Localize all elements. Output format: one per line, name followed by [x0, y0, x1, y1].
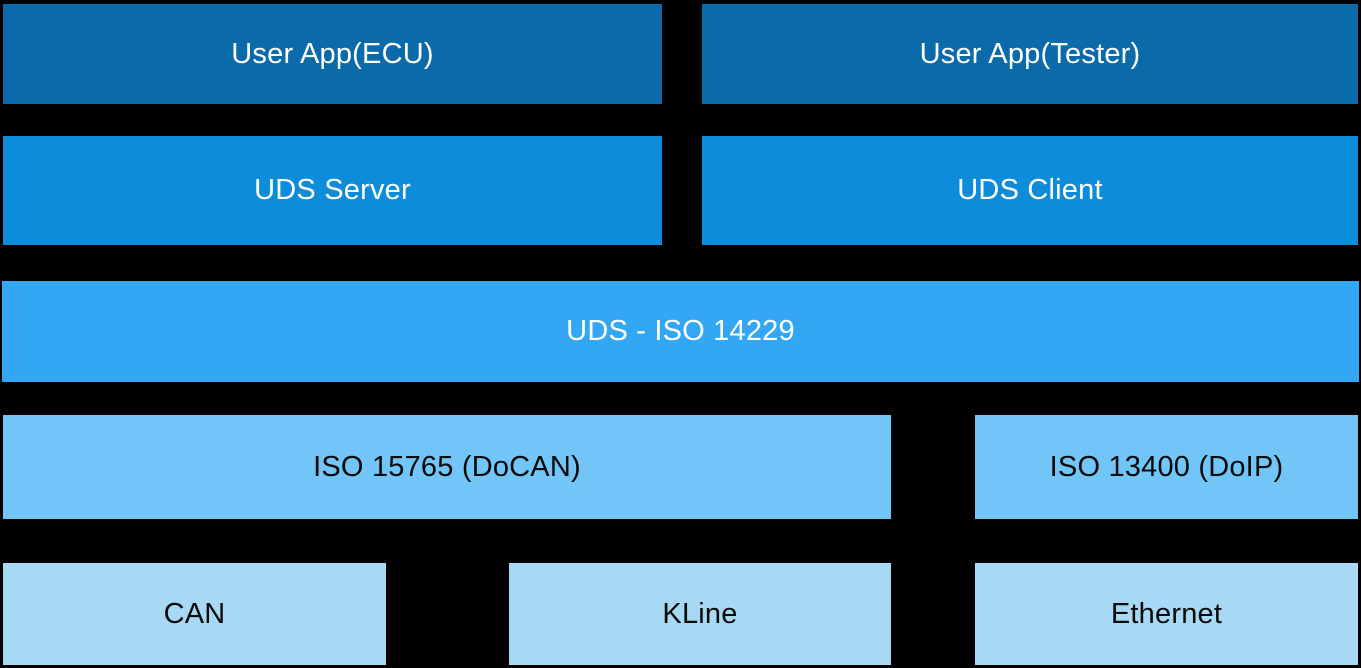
- box-uds-server: UDS Server: [3, 136, 662, 245]
- box-user-app-ecu: User App(ECU): [3, 4, 662, 104]
- box-user-app-tester: User App(Tester): [702, 4, 1358, 104]
- box-kline: KLine: [509, 563, 891, 665]
- box-iso-13400-doip: ISO 13400 (DoIP): [975, 415, 1358, 519]
- box-iso-15765-docan: ISO 15765 (DoCAN): [3, 415, 891, 519]
- box-ethernet: Ethernet: [975, 563, 1358, 665]
- box-uds-iso14229: UDS - ISO 14229: [2, 281, 1359, 382]
- box-can: CAN: [3, 563, 386, 665]
- box-uds-client: UDS Client: [702, 136, 1358, 245]
